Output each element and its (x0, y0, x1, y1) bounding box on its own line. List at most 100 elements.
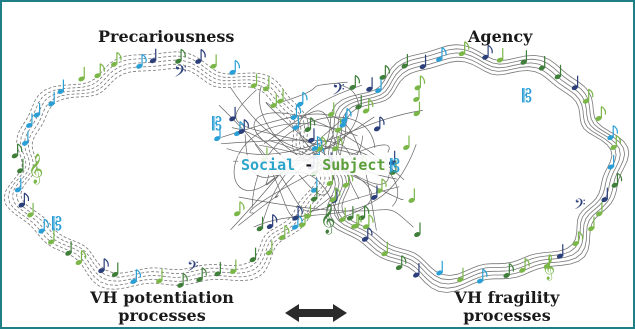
music-note-icon (414, 222, 421, 238)
left-staff-line (7, 55, 330, 286)
music-note-icon (413, 101, 421, 117)
left-staff-line (20, 67, 318, 274)
bass-clef-icon: 𝄢 (574, 196, 586, 217)
music-note-icon (48, 91, 55, 107)
tangled-staff-line (230, 84, 359, 151)
music-note-icon (419, 54, 427, 70)
music-note-icon (196, 267, 207, 283)
music-note-icon (18, 192, 30, 208)
agency-label: Agency (468, 27, 533, 46)
social-subject-label: Social - Subject (238, 155, 389, 175)
music-note-icon (177, 272, 188, 288)
music-note-icon (292, 205, 303, 221)
music-note-icon (610, 134, 622, 150)
music-note-icon (311, 135, 323, 151)
alto-clef-icon: 𝄡 (52, 214, 62, 235)
music-note-icon (22, 131, 29, 146)
music-note-icon (554, 64, 562, 80)
music-note-icon (601, 187, 608, 203)
music-note-icon (476, 268, 488, 284)
music-note-icon (373, 116, 385, 132)
music-note-icon (363, 214, 374, 230)
music-note-icon (607, 125, 618, 141)
music-note-icon (371, 185, 378, 200)
music-note-icon (503, 262, 515, 278)
music-note-icon (595, 105, 607, 121)
music-note-icon (388, 150, 396, 166)
bass-clef-icon: 𝄢 (332, 79, 345, 103)
music-note-icon (349, 74, 361, 90)
music-note-icon (75, 250, 87, 266)
music-note-icon (265, 240, 273, 256)
music-note-icon (339, 113, 347, 128)
music-note-icon (38, 218, 50, 234)
music-note-icon (519, 257, 530, 273)
music-note-icon (26, 113, 33, 128)
music-note-icon (17, 158, 24, 174)
music-note-icon (571, 75, 579, 91)
music-note-icon (78, 66, 85, 82)
music-note-icon (234, 201, 245, 217)
left-staff-line (11, 59, 326, 282)
bass-clef-icon: 𝄢 (174, 61, 187, 85)
music-note-icon (195, 48, 206, 64)
tangled-staff-line (269, 140, 404, 200)
music-note-icon (304, 117, 316, 133)
music-note-icon (458, 41, 470, 57)
music-note-icon (270, 93, 277, 109)
music-note-icon (355, 95, 362, 110)
music-note-icon (482, 44, 493, 60)
music-note-icon (611, 172, 623, 188)
tangled-staff-line (218, 104, 400, 212)
music-note-icon (403, 135, 410, 151)
music-note-icon (33, 103, 41, 118)
tangled-staff-line (220, 113, 377, 231)
music-note-icon (210, 54, 217, 69)
music-note-icon (408, 188, 415, 203)
music-note-icon (332, 136, 343, 152)
vh-fragility-line-1: VH fragility (454, 288, 560, 307)
music-note-icon (48, 229, 55, 245)
vh-potentiation-line-1: VH potentiation (90, 288, 234, 307)
music-note-icon (250, 73, 258, 89)
music-note-icon (65, 241, 72, 256)
music-note-icon (520, 50, 528, 65)
music-note-icon (351, 213, 362, 229)
music-notes: 𝄢𝄞𝄡𝄢𝄢𝄡𝄞𝄡𝄡𝄢𝄞 (11, 41, 623, 288)
precariousness-label: Precariousness (98, 27, 235, 46)
music-note-icon (361, 226, 373, 242)
subject-word: Subject (322, 156, 386, 174)
music-note-icon (538, 56, 546, 71)
music-note-icon (266, 214, 278, 230)
music-note-icon (290, 104, 302, 120)
social-word: Social (241, 156, 296, 174)
music-note-icon (496, 48, 504, 63)
music-note-icon (156, 269, 163, 284)
tangled-staff-line (253, 144, 417, 228)
music-note-icon (256, 216, 264, 232)
bass-clef-icon: 𝄢 (187, 258, 199, 279)
music-note-icon (379, 64, 391, 80)
music-note-icon (57, 79, 65, 94)
music-note-icon (572, 231, 584, 247)
music-note-icon (136, 53, 147, 69)
music-note-icon (375, 78, 382, 94)
music-note-icon (582, 88, 594, 104)
music-note-icon (111, 51, 122, 67)
music-note-icon (413, 263, 420, 278)
music-note-icon (327, 102, 335, 117)
music-note-icon (413, 87, 420, 102)
alto-clef-icon: 𝄡 (522, 86, 532, 107)
music-note-icon (457, 267, 464, 283)
music-note-icon (229, 59, 241, 75)
treble-clef-icon: 𝄞 (542, 254, 555, 280)
music-note-icon (347, 206, 354, 221)
music-note-icon (308, 128, 315, 143)
music-note-icon (299, 213, 306, 228)
music-note-icon (376, 178, 387, 194)
vh-fragility-line-2: processes (463, 306, 551, 326)
music-note-icon (296, 91, 308, 107)
tangled-staff-line (226, 110, 423, 155)
tangled-staff-line (280, 81, 348, 103)
